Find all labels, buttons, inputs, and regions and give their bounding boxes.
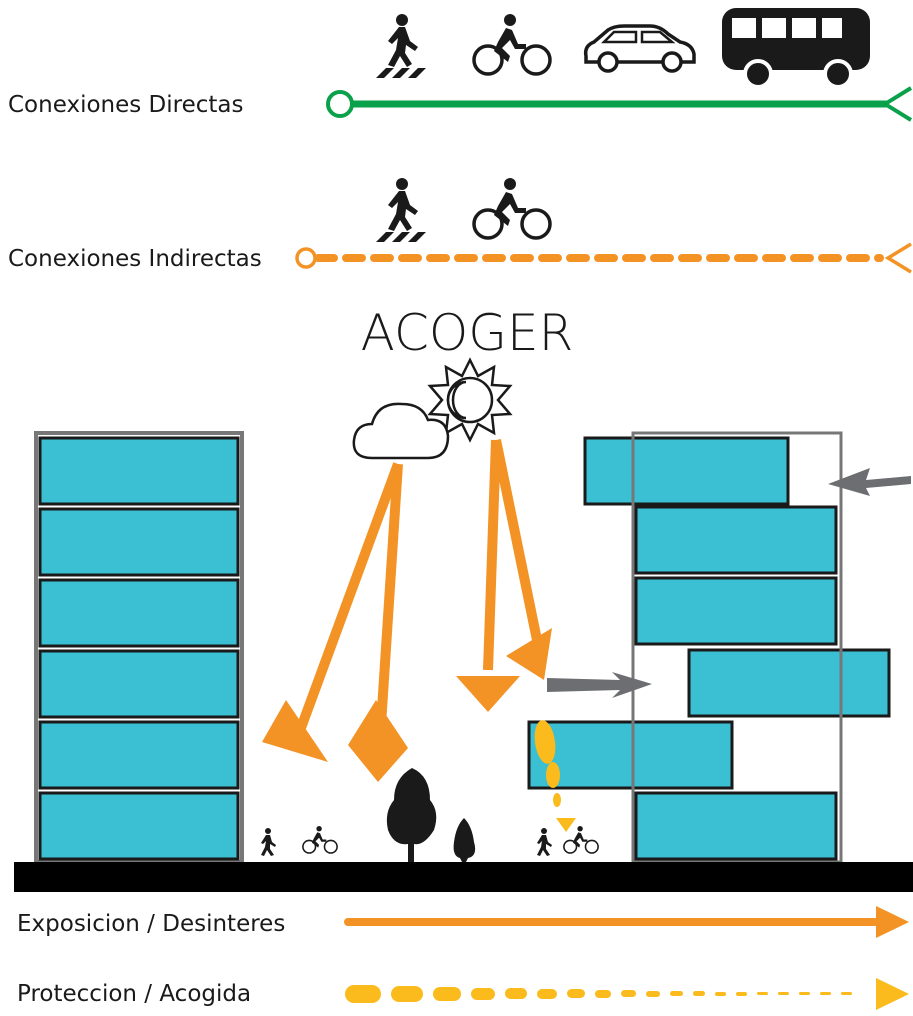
ground-pedestrian-right bbox=[537, 828, 552, 856]
cloud-icon bbox=[352, 402, 450, 460]
bicycle-icon bbox=[472, 12, 552, 76]
sun-moon-icon bbox=[427, 357, 513, 443]
ground-cyclist-right bbox=[563, 825, 599, 854]
left-building bbox=[34, 431, 244, 864]
exposure-label: Exposicion / Desinteres bbox=[17, 911, 285, 937]
diagram-title: ACOGER bbox=[361, 304, 574, 362]
indirect-mode-icons bbox=[376, 176, 552, 242]
right-building bbox=[527, 431, 891, 864]
indirect-connections-label: Conexiones Indirectas bbox=[8, 246, 262, 272]
protection-arrow bbox=[345, 978, 909, 1010]
exposure-arrow bbox=[344, 906, 909, 938]
pedestrian-icon bbox=[376, 14, 426, 78]
tree-icon bbox=[386, 768, 437, 862]
protection-path bbox=[534, 720, 576, 832]
car-icon bbox=[583, 24, 696, 73]
wind-arrows bbox=[547, 468, 911, 698]
ground-cyclist-left bbox=[302, 825, 338, 854]
exposure-arrows bbox=[262, 438, 552, 782]
protection-label: Proteccion / Acogida bbox=[17, 981, 251, 1007]
tree-icon bbox=[453, 818, 476, 862]
bus-icon bbox=[722, 8, 870, 89]
ground-strip bbox=[14, 862, 913, 892]
ground-pedestrian-left bbox=[261, 828, 276, 856]
direct-mode-icons bbox=[376, 8, 870, 89]
bicycle-icon bbox=[472, 176, 552, 240]
pedestrian-icon bbox=[376, 178, 426, 242]
direct-connection-line bbox=[326, 86, 913, 122]
indirect-connection-line bbox=[295, 242, 912, 274]
direct-connections-label: Conexiones Directas bbox=[8, 92, 244, 118]
